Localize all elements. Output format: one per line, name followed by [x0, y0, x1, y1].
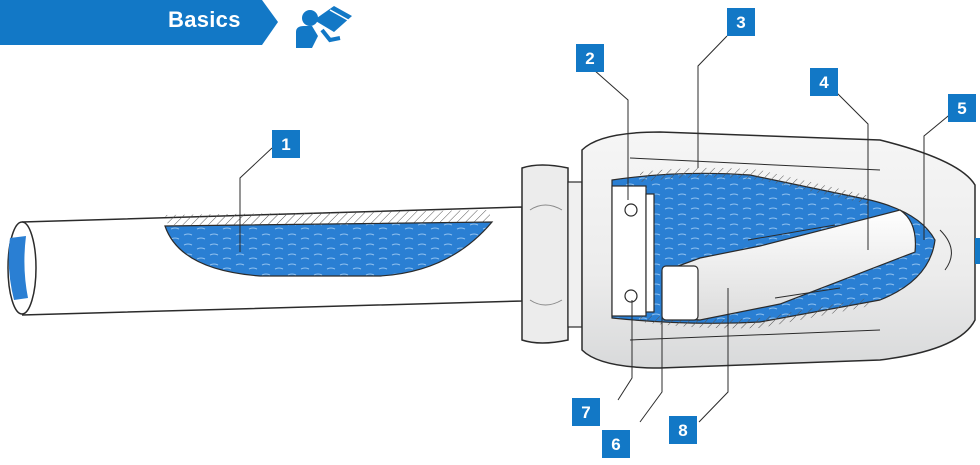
- callout-number: 1: [281, 135, 290, 154]
- banner-arrow-shape: [0, 0, 278, 45]
- callout-badge-bg: [948, 94, 976, 122]
- callout-badge-bg: [576, 44, 604, 72]
- callout-badge-bg: [727, 8, 755, 36]
- callout-3: 3: [727, 8, 755, 36]
- callout-4: 4: [810, 68, 838, 96]
- callout-badge-bg: [572, 398, 600, 426]
- section-banner: [0, 0, 278, 45]
- callout-badge-bg: [669, 416, 697, 444]
- float: [661, 209, 917, 321]
- coupling-nut: [521, 164, 583, 344]
- reading-person-icon: [296, 6, 352, 48]
- callout-2: 2: [576, 44, 604, 72]
- callout-number: 8: [678, 421, 687, 440]
- callout-badge-bg: [272, 130, 300, 158]
- callout-8: 8: [669, 416, 697, 444]
- leader-lines: [239, 35, 954, 423]
- callout-1: 1: [272, 130, 300, 158]
- callout-number: 5: [957, 99, 966, 118]
- section-label: Basics: [168, 7, 241, 32]
- callout-6: 6: [602, 430, 630, 458]
- callout-5: 5: [948, 94, 976, 122]
- end-plate: [611, 185, 655, 317]
- pipe: [7, 206, 523, 316]
- callout-number: 6: [611, 435, 620, 454]
- liquid-in-pipe: [164, 221, 494, 277]
- callout-7: 7: [572, 398, 600, 426]
- callout-badge-bg: [810, 68, 838, 96]
- callout-number: 7: [581, 403, 590, 422]
- pipe-opening-liquid: [8, 236, 28, 300]
- callout-number: 4: [819, 73, 829, 92]
- callout-badge-bg: [602, 430, 630, 458]
- callout-number: 2: [585, 49, 594, 68]
- callout-number: 3: [736, 13, 745, 32]
